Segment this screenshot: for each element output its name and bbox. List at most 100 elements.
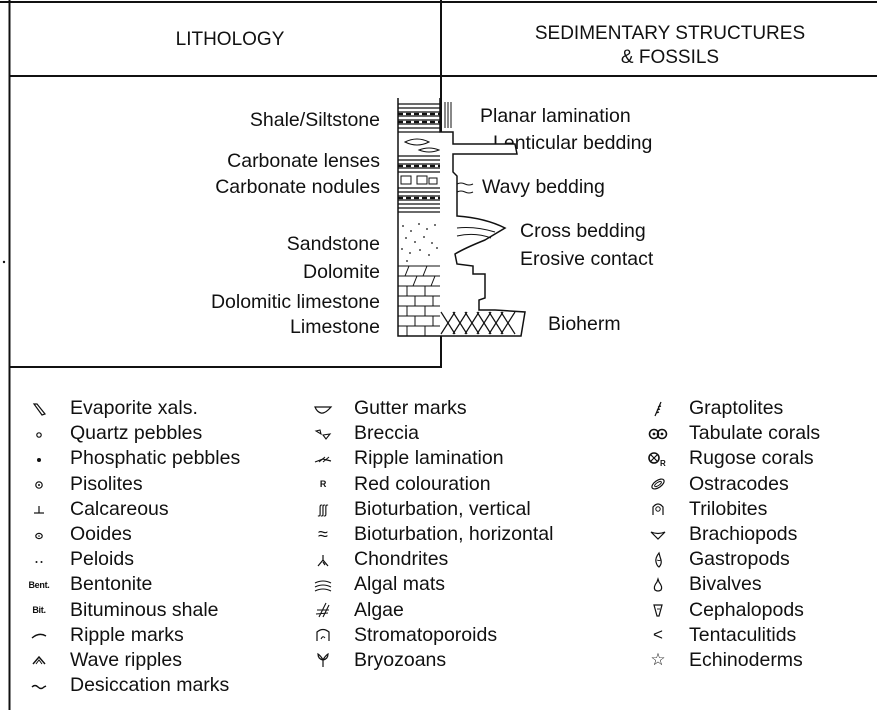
sed-label-bioherm: Bioherm [548, 312, 621, 336]
legend-label: Gutter marks [340, 397, 467, 420]
evaporite-xals-icon [22, 401, 56, 417]
weathering-profile [440, 98, 525, 336]
shale-pattern [398, 104, 440, 212]
lith-label-carbonate-lenses: Carbonate lenses [227, 149, 380, 173]
legend-label: Bivalves [675, 573, 762, 596]
legend-item: Desiccation marks [22, 673, 240, 698]
algal-mats-icon [306, 577, 340, 593]
legend-label: Trilobites [675, 498, 767, 521]
legend-label: Pisolites [56, 473, 143, 496]
legend-item: Ripple lamination [306, 446, 553, 471]
legend-item: Trilobites [641, 497, 820, 522]
legend-column-3: Graptolites Tabulate corals R Rugose cor… [641, 396, 820, 673]
legend-label: Bioturbation, horizontal [340, 523, 553, 546]
bituminous-shale-icon: Bit. [22, 605, 56, 615]
calcareous-icon [22, 501, 56, 517]
legend-label: Cephalopods [675, 599, 804, 622]
legend-label: Red colouration [340, 473, 491, 496]
legend-label: Ripple marks [56, 624, 184, 647]
legend-label: Graptolites [675, 397, 783, 420]
lith-label-dolomite: Dolomite [303, 260, 380, 284]
rugose-corals-icon: R [641, 451, 675, 467]
legend-item: Chondrites [306, 547, 553, 572]
svg-text:R: R [660, 459, 666, 467]
legend-label: Ripple lamination [340, 447, 504, 470]
gastropods-icon [641, 551, 675, 569]
chondrites-icon [306, 552, 340, 568]
legend-item: Cephalopods [641, 598, 820, 623]
algae-icon [306, 601, 340, 619]
legend-item: Bivalves [641, 572, 820, 597]
legend-item: Quartz pebbles [22, 421, 240, 446]
quartz-pebbles-icon [22, 426, 56, 442]
breccia-icon [306, 426, 340, 442]
legend-item: Tabulate corals [641, 421, 820, 446]
legend-label: Bioturbation, vertical [340, 498, 531, 521]
lith-label-carbonate-nodules: Carbonate nodules [215, 175, 380, 199]
legend-column-1: Evaporite xals. Quartz pebbles Phosphati… [22, 396, 240, 698]
lith-label-sandstone: Sandstone [287, 232, 380, 256]
sedimentary-header-line1: SEDIMENTARY STRUCTURES [480, 22, 860, 46]
legend-item: Gutter marks [306, 396, 553, 421]
legend-label: Algae [340, 599, 404, 622]
legend-item: R Red colouration [306, 472, 553, 497]
legend-label: Desiccation marks [56, 674, 229, 697]
ostracodes-icon [641, 476, 675, 492]
legend-label: Tentaculitids [675, 624, 796, 647]
gutter-marks-icon [306, 401, 340, 417]
lith-label-shale: Shale/Siltstone [250, 108, 380, 132]
legend-label: Rugose corals [675, 447, 814, 470]
bentonite-icon: Bent. [22, 580, 56, 590]
dolomite-pattern [398, 266, 440, 296]
desiccation-marks-icon [22, 678, 56, 694]
legend-label: Wave ripples [56, 649, 182, 672]
sedimentary-header: SEDIMENTARY STRUCTURES & FOSSILS [480, 22, 860, 70]
limestone-pattern [398, 296, 440, 336]
brachiopods-icon [641, 527, 675, 543]
carbonate-lenses-pattern [401, 139, 439, 184]
legend-label: Phosphatic pebbles [56, 447, 240, 470]
wave-ripples-icon [22, 652, 56, 668]
legend-label: Evaporite xals. [56, 397, 198, 420]
ooides-icon [22, 527, 56, 543]
legend-item: Algal mats [306, 572, 553, 597]
legend-item: Ooides [22, 522, 240, 547]
legend-item: Gastropods [641, 547, 820, 572]
lithology-header: LITHOLOGY [100, 28, 360, 52]
legend-column-2: Gutter marks Breccia Ripple lamination R… [306, 396, 553, 673]
legend-label: Ooides [56, 523, 132, 546]
bioturbation-horizontal-icon: ≈ [306, 524, 340, 545]
stromatoporoids-icon [306, 626, 340, 644]
echinoderms-icon: ☆ [641, 650, 675, 670]
legend-label: Peloids [56, 548, 134, 571]
lith-label-limestone: Limestone [290, 315, 380, 339]
legend-label: Algal mats [340, 573, 445, 596]
legend-label: Chondrites [340, 548, 448, 571]
stratigraphic-column [395, 98, 530, 338]
legend-item: Peloids [22, 547, 240, 572]
legend-item: Pisolites [22, 472, 240, 497]
legend-label: Bryozoans [340, 649, 446, 672]
legend-item: Evaporite xals. [22, 396, 240, 421]
legend-item: Calcareous [22, 497, 240, 522]
legend-label: Breccia [340, 422, 419, 445]
graptolites-icon [641, 400, 675, 418]
legend-item: R Rugose corals [641, 446, 820, 471]
legend-item: Algae [306, 598, 553, 623]
red-colouration-icon: R [306, 479, 340, 489]
legend-label: Ostracodes [675, 473, 789, 496]
legend-label: Bituminous shale [56, 599, 219, 622]
legend-item: Brachiopods [641, 522, 820, 547]
legend-item: Bryozoans [306, 648, 553, 673]
bryozoans-icon [306, 651, 340, 669]
legend-item: Bent. Bentonite [22, 572, 240, 597]
legend-item: ☆ Echinoderms [641, 648, 820, 673]
legend-label: Echinoderms [675, 649, 803, 672]
legend-item: Bit. Bituminous shale [22, 598, 240, 623]
peloids-icon [22, 552, 56, 568]
legend-item: Ripple marks [22, 623, 240, 648]
legend-label: Tabulate corals [675, 422, 820, 445]
legend-item: Stromatoporoids [306, 623, 553, 648]
legend-label: Bentonite [56, 573, 152, 596]
sedimentary-header-line2: & FOSSILS [480, 46, 860, 70]
